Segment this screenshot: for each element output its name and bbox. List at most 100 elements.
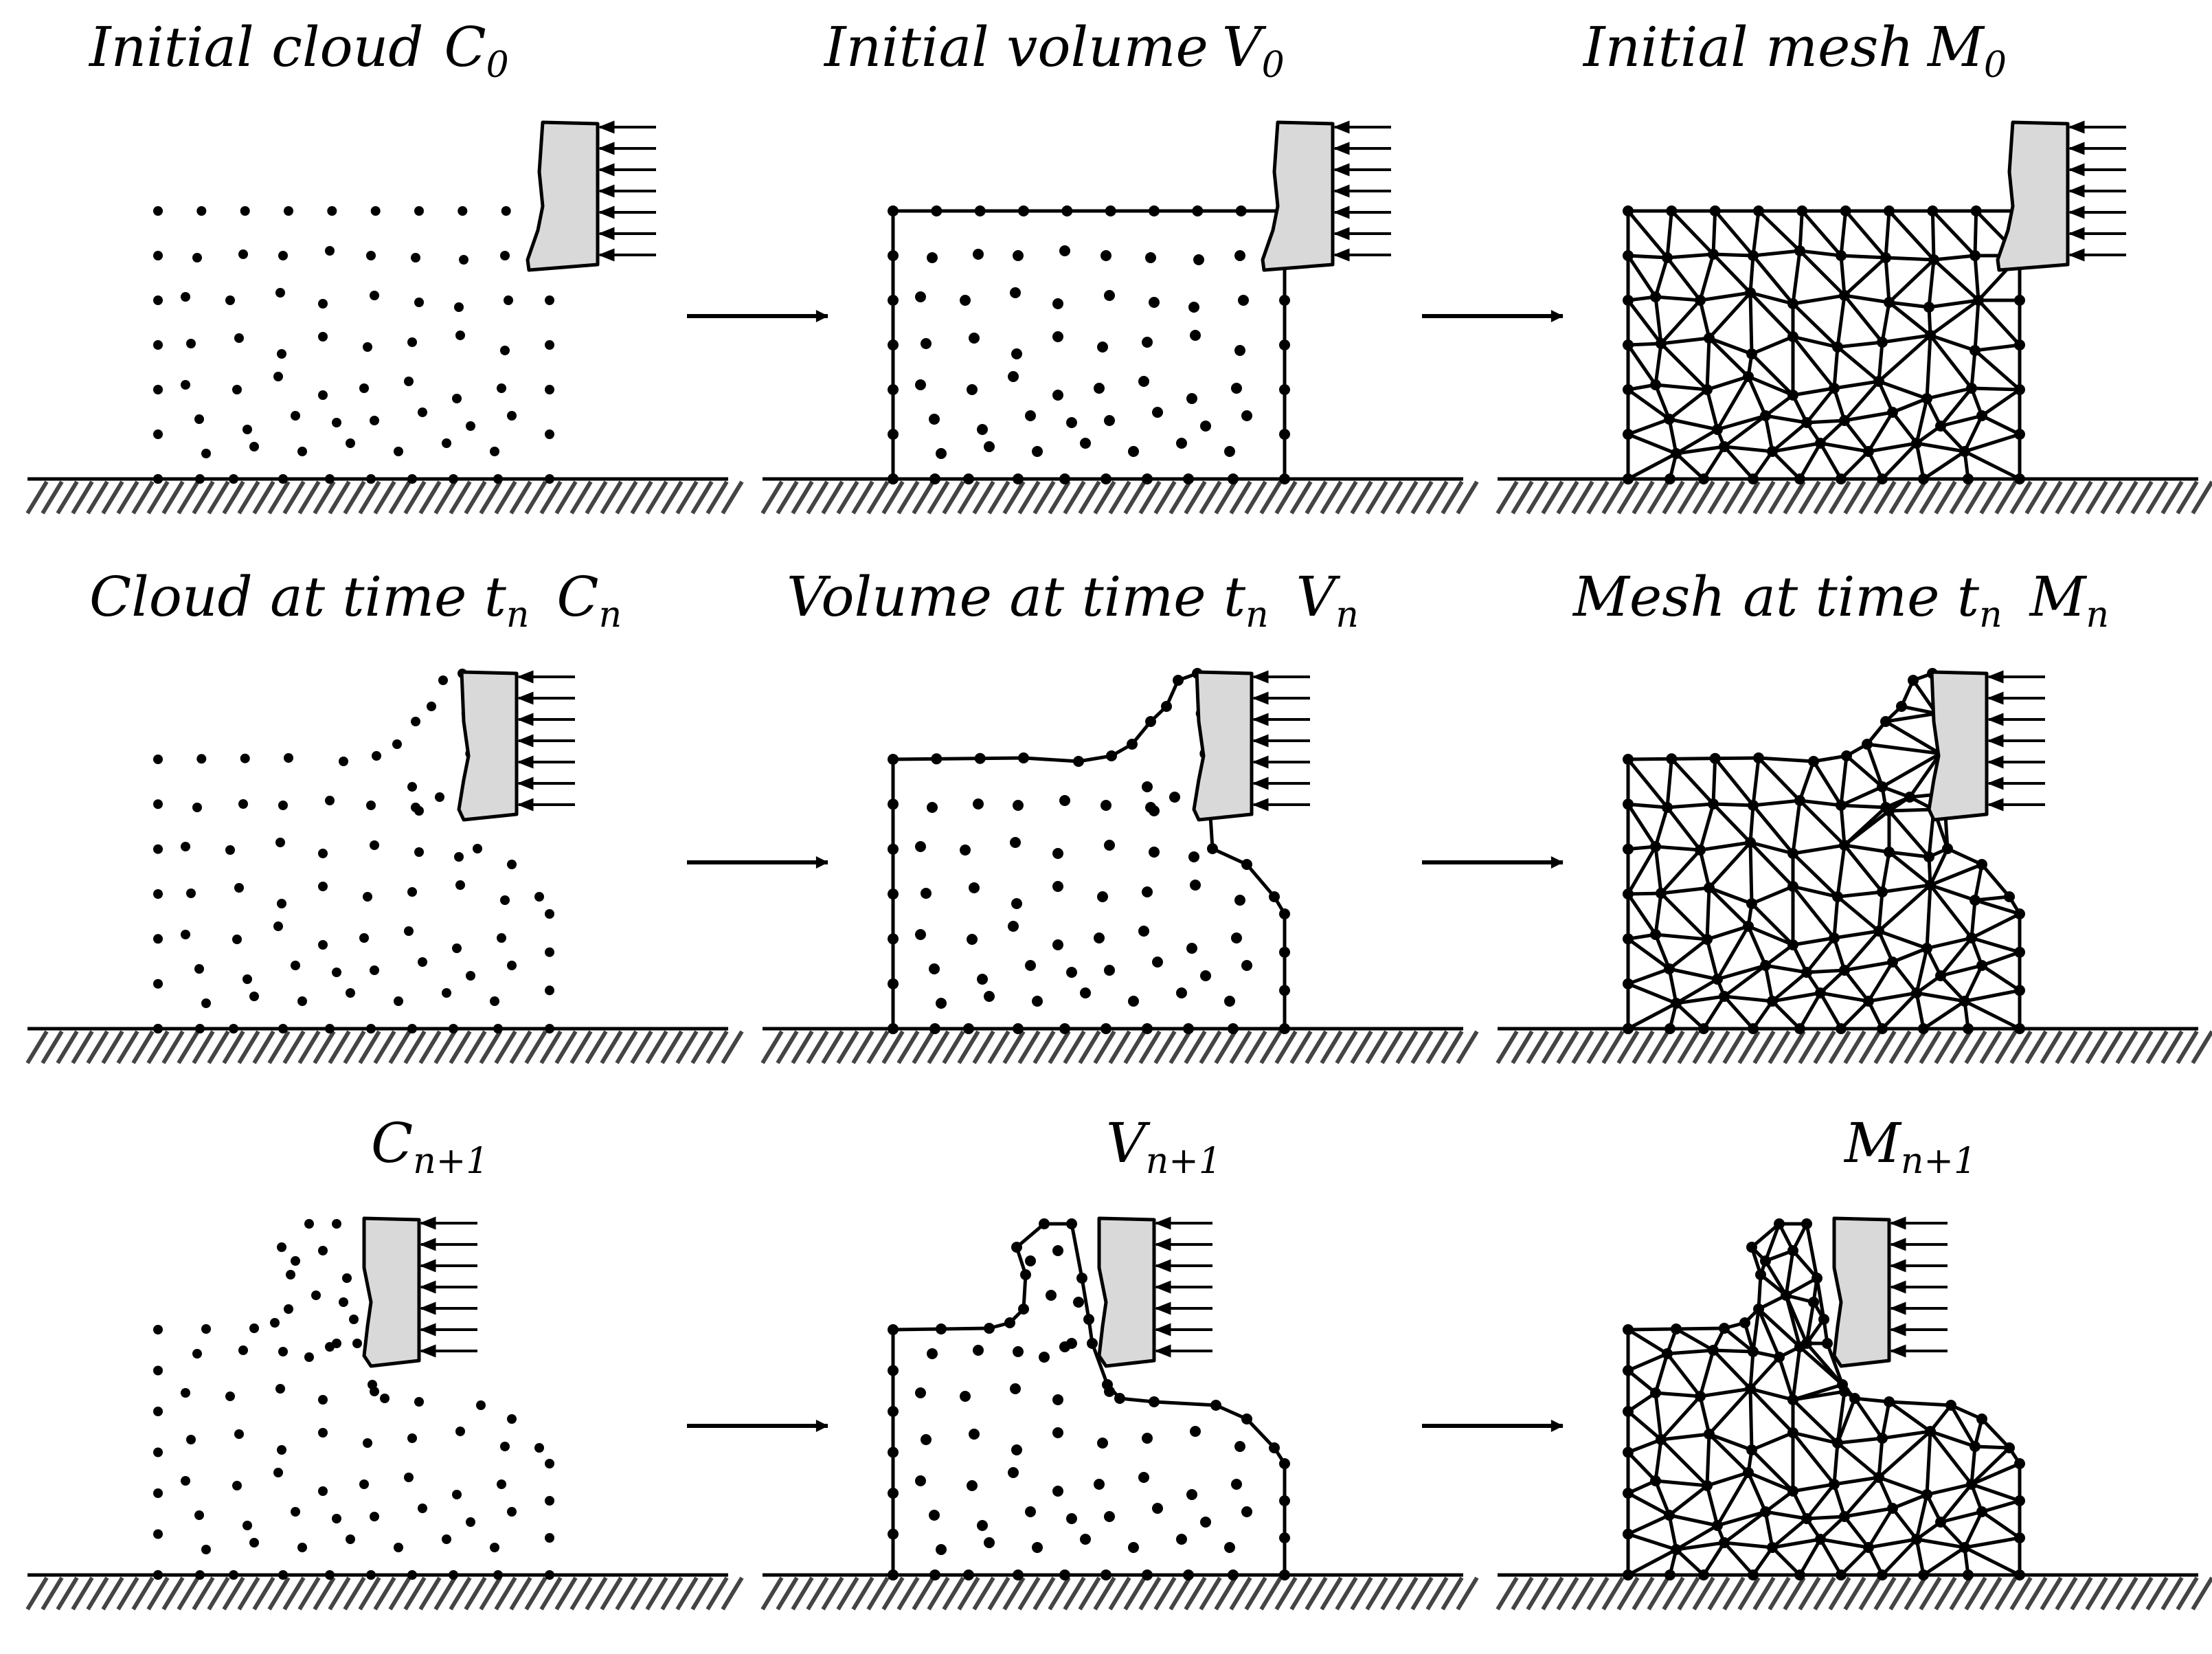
particle-node — [278, 1024, 288, 1033]
particle-node — [1664, 963, 1675, 974]
mesh-edge — [1627, 1547, 1678, 1577]
node-group — [153, 1219, 554, 1580]
hatch-stroke — [116, 1030, 139, 1064]
particle-node — [1794, 1569, 1805, 1580]
particle-node — [936, 998, 947, 1009]
particle-node — [240, 753, 250, 763]
mesh-edge — [1711, 758, 1717, 805]
hatch-stroke — [177, 1576, 200, 1611]
node-group — [1623, 1218, 2025, 1580]
mesh-edge — [1715, 375, 1750, 431]
hatch-stroke — [1752, 1576, 1776, 1611]
mesh-edge — [1832, 937, 1847, 971]
hatch-stroke — [690, 480, 714, 515]
mesh-edge — [1836, 845, 1847, 897]
particle-node — [318, 332, 328, 342]
hatch-stroke — [1108, 1030, 1131, 1064]
hatch-stroke — [297, 1576, 321, 1611]
particle-node — [1097, 342, 1108, 353]
particle-node — [1970, 205, 1982, 216]
particle-node — [915, 1475, 926, 1486]
mesh-edge — [1878, 1475, 1928, 1497]
mesh-edge — [1748, 805, 1755, 843]
hatch-stroke — [1616, 1030, 1640, 1064]
mesh-edge — [1888, 301, 1932, 337]
particle-node — [929, 963, 940, 974]
mesh-edge — [1713, 757, 1754, 807]
mesh-edge — [1665, 210, 1673, 258]
particle-node — [1863, 1542, 1874, 1553]
particle-node — [1704, 882, 1715, 893]
mesh-edge — [1931, 210, 1976, 257]
mesh-edge — [1888, 210, 1935, 261]
particle-node — [195, 1570, 205, 1580]
particle-node — [497, 1479, 506, 1489]
hatch-stroke — [645, 1576, 668, 1611]
particle-node — [1142, 1569, 1153, 1580]
particle-node — [1863, 446, 1874, 457]
hatch-stroke — [1380, 1576, 1403, 1611]
hatch-stroke — [1662, 480, 1685, 515]
hatch-stroke — [1063, 1030, 1086, 1064]
mesh-edge — [1885, 711, 1937, 724]
particle-node — [370, 206, 381, 216]
particle-node — [414, 1397, 424, 1407]
hatch-stroke — [1395, 480, 1419, 515]
particle-node — [1925, 1426, 1936, 1437]
mesh-edge — [1882, 883, 1931, 894]
mesh-edge — [1746, 925, 1768, 967]
hatch-stroke — [2100, 480, 2123, 515]
mesh-edge — [1888, 1400, 1952, 1407]
cutting-tool — [1192, 670, 1254, 822]
particle-node — [1712, 1520, 1723, 1531]
particle-node — [1836, 250, 1847, 261]
hatch-stroke — [942, 1576, 965, 1611]
particle-node — [1966, 932, 1977, 943]
mesh-edge — [1750, 1449, 1794, 1493]
mesh-edge — [1798, 442, 1822, 480]
hatch-stroke — [2191, 1030, 2212, 1064]
mesh-edge — [1627, 1451, 1657, 1482]
mesh-edge — [1723, 1510, 1767, 1544]
mesh-edge — [1627, 210, 1669, 259]
mesh-edge — [1888, 809, 1930, 858]
particle-node — [327, 206, 337, 216]
particle-node — [927, 252, 938, 263]
mesh-edge — [1891, 411, 1918, 445]
hatch-stroke — [1904, 1576, 1927, 1611]
particle-node — [242, 425, 252, 434]
particle-node — [490, 1543, 499, 1552]
hatch-stroke — [1949, 480, 1972, 515]
applied-force-arrows — [2068, 120, 2126, 262]
particle-node — [545, 295, 554, 305]
hatch-stroke — [2100, 1576, 2123, 1611]
mesh-edge — [1627, 982, 1677, 1005]
particle-node — [1127, 739, 1138, 750]
particle-node — [1884, 847, 1895, 858]
particle-node — [1059, 1569, 1070, 1580]
particle-node — [273, 1468, 283, 1477]
mesh-edge — [1627, 299, 1662, 345]
mesh-edge — [1748, 255, 1755, 293]
particle-node — [1748, 1023, 1759, 1034]
particle-node — [1739, 1317, 1750, 1328]
mesh-edge — [1667, 802, 1714, 809]
particle-node — [1896, 701, 1907, 712]
particle-node — [1224, 446, 1235, 457]
particle-node — [545, 1496, 554, 1506]
mesh-edge — [1751, 1000, 1774, 1030]
particle-node — [234, 333, 244, 343]
hatch-stroke — [1526, 1030, 1549, 1064]
mesh-edge — [1698, 1350, 1715, 1397]
hatch-stroke — [524, 1030, 548, 1064]
particle-node — [1104, 290, 1115, 301]
mesh-edge — [1771, 1517, 1808, 1549]
mesh-edge — [1843, 1515, 1870, 1549]
particle-node — [1702, 1480, 1713, 1491]
hatch-stroke — [706, 1576, 729, 1611]
mesh-edge — [1791, 1346, 1802, 1400]
hatch-stroke — [1737, 480, 1761, 515]
particle-node — [318, 1246, 328, 1255]
particle-node — [1743, 1467, 1754, 1478]
mesh-edge — [1627, 1532, 1677, 1552]
